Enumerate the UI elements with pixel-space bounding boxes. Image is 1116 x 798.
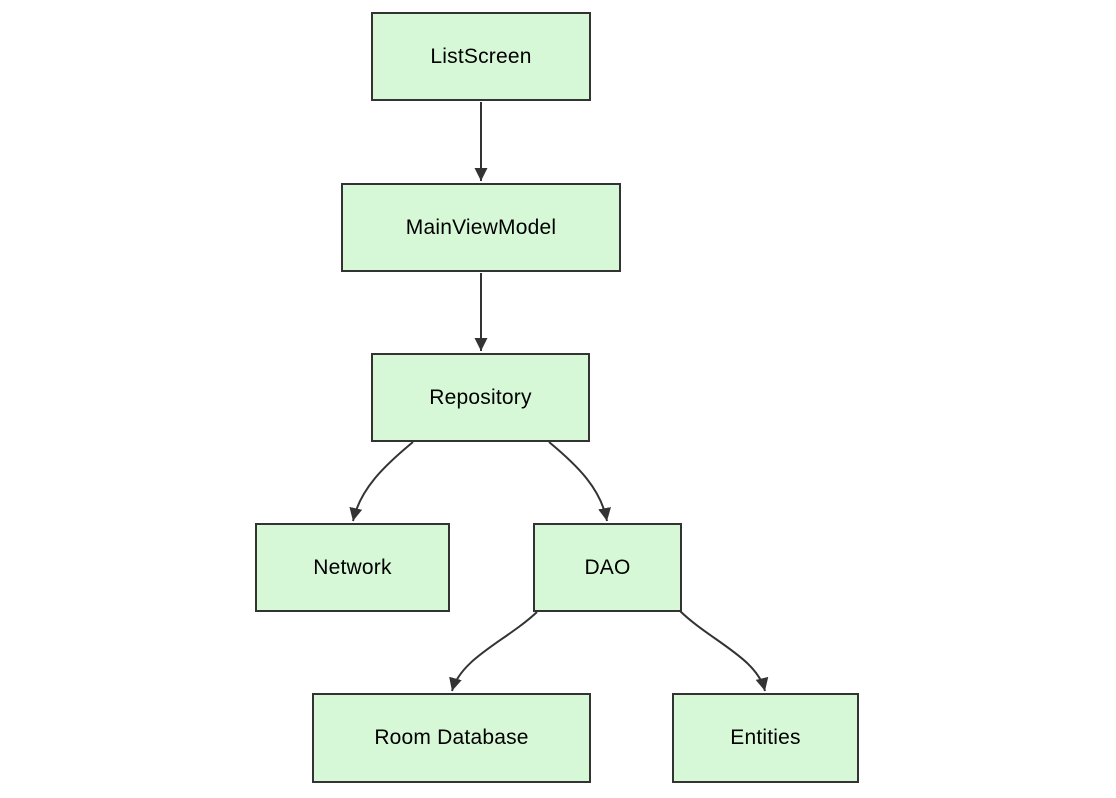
node-mainviewmodel: MainViewModel [341,183,621,272]
node-entities-label: Entities [730,726,801,749]
node-network: Network [255,523,450,612]
node-repository-label: Repository [429,385,532,409]
node-roomdatabase-label: Room Database [374,726,529,749]
edge-dao-to-roomdatabase-arrow [449,611,538,692]
edge-dao-to-entities-arrow [679,610,769,692]
node-listscreen: ListScreen [371,12,591,101]
node-entities: Entities [672,693,859,783]
node-mainviewmodel-label: MainViewModel [405,215,557,239]
node-dao: DAO [533,523,682,612]
node-repository: Repository [371,353,590,442]
node-listscreen-label: ListScreen [430,44,532,68]
node-network-label: Network [313,555,392,579]
edge-repository-to-network-arrow [349,441,414,522]
node-dao-label: DAO [584,555,631,579]
edge-repository-to-dao-arrow [548,441,611,522]
node-roomdatabase: Room Database [312,693,591,783]
